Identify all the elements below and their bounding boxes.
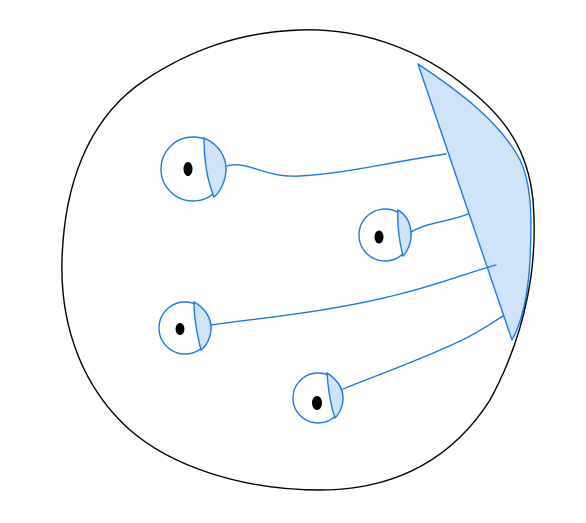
cell-bottom-middle [292, 315, 504, 424]
cell-top-left [160, 136, 447, 202]
cell-bottom-left [158, 264, 497, 355]
cell-shaded-cap [203, 136, 227, 199]
connector-line [410, 213, 469, 233]
nucleus [374, 230, 384, 244]
cell-shaded-cap [193, 300, 212, 352]
shaded-region [417, 63, 532, 341]
cell-shaded-cap [326, 371, 344, 420]
nucleus [175, 323, 185, 335]
nucleus [183, 162, 193, 176]
outer-circle [61, 29, 535, 491]
cell-middle-right [358, 208, 469, 262]
connector-line [210, 264, 497, 326]
connector-line [342, 315, 504, 390]
connector-line [225, 153, 447, 177]
cell-shaded-cap [397, 208, 412, 258]
nucleus [312, 396, 322, 410]
